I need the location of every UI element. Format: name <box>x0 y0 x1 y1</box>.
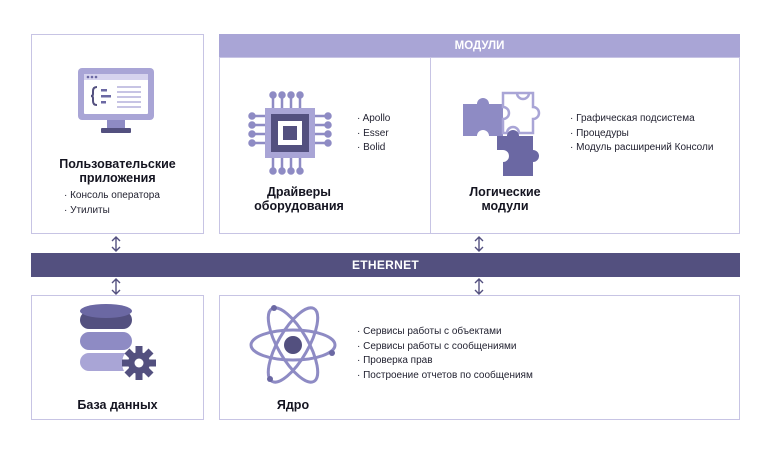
ethernet-bus: ETHERNET <box>31 253 740 277</box>
list-item: Консоль оператора <box>64 189 160 204</box>
list-item: Проверка прав <box>357 354 533 369</box>
list-item: Построение отчетов по сообщениям <box>357 369 533 384</box>
chip-icon <box>248 91 332 175</box>
user-apps-title: Пользовательские приложения <box>59 157 176 185</box>
core-title: Ядро <box>276 398 310 412</box>
drivers-title: Драйверы оборудования <box>254 185 344 213</box>
list-item: Сервисы работы с объектами <box>357 325 533 340</box>
list-item: Сервисы работы с сообщениями <box>357 340 533 355</box>
list-item: Модуль расширений Консоли <box>570 141 713 156</box>
double-arrow-icon <box>474 278 484 295</box>
list-item: Esser <box>357 127 390 142</box>
drivers-list: Apollo Esser Bolid <box>357 112 391 156</box>
double-arrow-icon <box>474 236 484 252</box>
puzzle-icon <box>463 91 541 176</box>
logic-title: Логические модули <box>469 185 541 213</box>
database-gear-icon <box>80 304 156 380</box>
modules-header: МОДУЛИ <box>219 34 740 57</box>
database-title: База данных <box>77 398 158 412</box>
double-arrow-icon <box>111 236 121 252</box>
core-list: Сервисы работы с объектами Сервисы работ… <box>357 325 533 383</box>
list-item: Утилиты <box>64 204 160 219</box>
user-apps-list: Консоль оператора Утилиты <box>64 189 160 218</box>
monitor-code-icon <box>78 68 154 133</box>
list-item: Процедуры <box>570 127 713 142</box>
double-arrow-icon <box>111 278 121 295</box>
list-item: Bolid <box>357 141 390 156</box>
list-item: Графическая подсистема <box>570 112 713 127</box>
logic-list: Графическая подсистема Процедуры Модуль … <box>570 112 713 156</box>
list-item: Apollo <box>357 112 391 127</box>
atom-icon <box>249 305 337 384</box>
